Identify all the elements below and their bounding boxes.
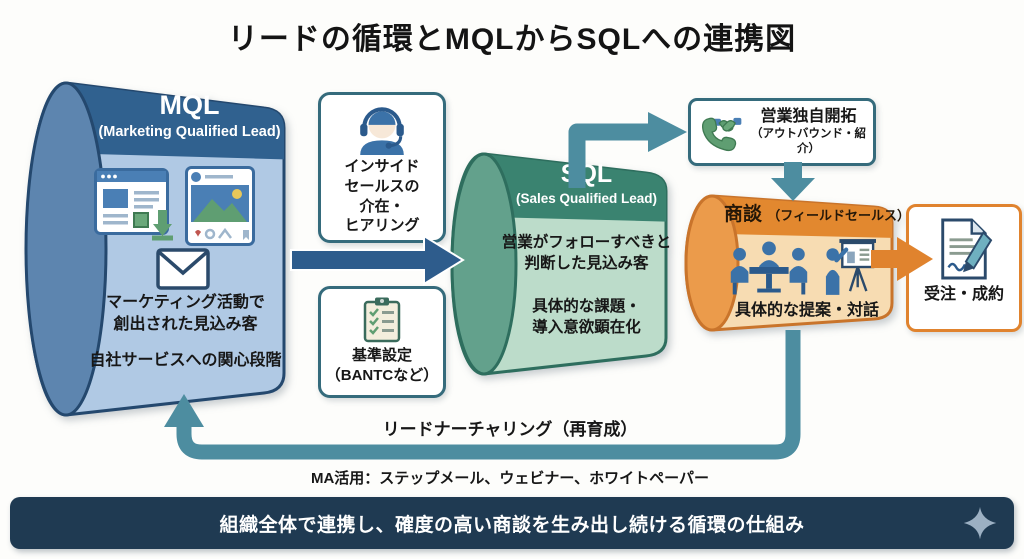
sql-cylinder: SQL (Sales Qualified Lead) 営業がフォローすべきと 判…	[448, 150, 683, 378]
outbound-box: 営業独自開拓 （アウトバウンド・紹介）	[688, 98, 876, 166]
checklist-clipboard-icon	[363, 297, 401, 343]
mql-cylinder: MQL (Marketing Qualified Lead)	[22, 78, 307, 418]
mql-interest-stage: 自社サービスへの関心段階	[89, 352, 282, 369]
footer-label: 組織全体で連携し、確度の高い商談を生み出し続ける循環の仕組み	[219, 514, 805, 536]
headset-agent-icon	[360, 107, 404, 155]
meeting-table-icon	[730, 241, 808, 295]
ma-usage-note: MA活用：ステップメール、ウェビナー、ホワイトペーパー	[310, 470, 710, 487]
mql-description: マーケティング活動で 創出された見込み客	[106, 294, 265, 334]
meeting-subtitle: （フィールドセールス）	[767, 208, 911, 223]
sparkle-icon	[963, 506, 997, 540]
sql-subtitle: (Sales Qualified Lead)	[515, 191, 658, 206]
meeting-header: 商談 （フィールドセールス）	[724, 199, 910, 226]
meeting-description: 具体的な提案・対話	[734, 302, 879, 319]
presentation-icon	[825, 239, 876, 295]
criteria-label: 基準設定 （BANTCなど）	[325, 347, 439, 384]
meeting-title: 商談	[724, 204, 763, 225]
sql-description: 営業がフォローすべきと 判断した見込み客	[501, 234, 672, 273]
outbound-title: 営業独自開拓	[760, 107, 857, 125]
outbound-subtitle: （アウトバウンド・紹介）	[751, 128, 866, 156]
order-box: 受注・成約	[906, 204, 1022, 332]
sql-need-label: 具体的な課題・ 導入意欲顕在化	[532, 298, 641, 337]
social-post-icon	[185, 166, 255, 246]
mql-title: MQL	[159, 90, 220, 120]
page-title: リードの循環とMQLからSQLへの連携図	[227, 23, 797, 56]
webpage-download-icon	[94, 168, 173, 241]
contract-signing-icon	[941, 218, 993, 280]
handshake-phone-icon	[701, 117, 742, 152]
inside-sales-label: インサイド セールスの 介在・ ヒアリング	[344, 158, 420, 235]
sql-title: SQL	[560, 160, 613, 188]
criteria-box: 基準設定 （BANTCなど）	[318, 286, 446, 398]
mql-subtitle: (Marketing Qualified Lead)	[98, 124, 281, 140]
order-label: 受注・成約	[923, 286, 1004, 303]
meeting-cylinder: 商談 （フィールドセールス）	[682, 192, 910, 334]
mql-to-sql-arrow	[290, 234, 465, 286]
inside-sales-box: インサイド セールスの 介在・ ヒアリング	[318, 92, 446, 243]
email-icon	[156, 248, 210, 290]
nurturing-label: リードナーチャリング（再育成）	[382, 420, 638, 439]
footer-banner: 組織全体で連携し、確度の高い商談を生み出し続ける循環の仕組み	[10, 497, 1014, 549]
